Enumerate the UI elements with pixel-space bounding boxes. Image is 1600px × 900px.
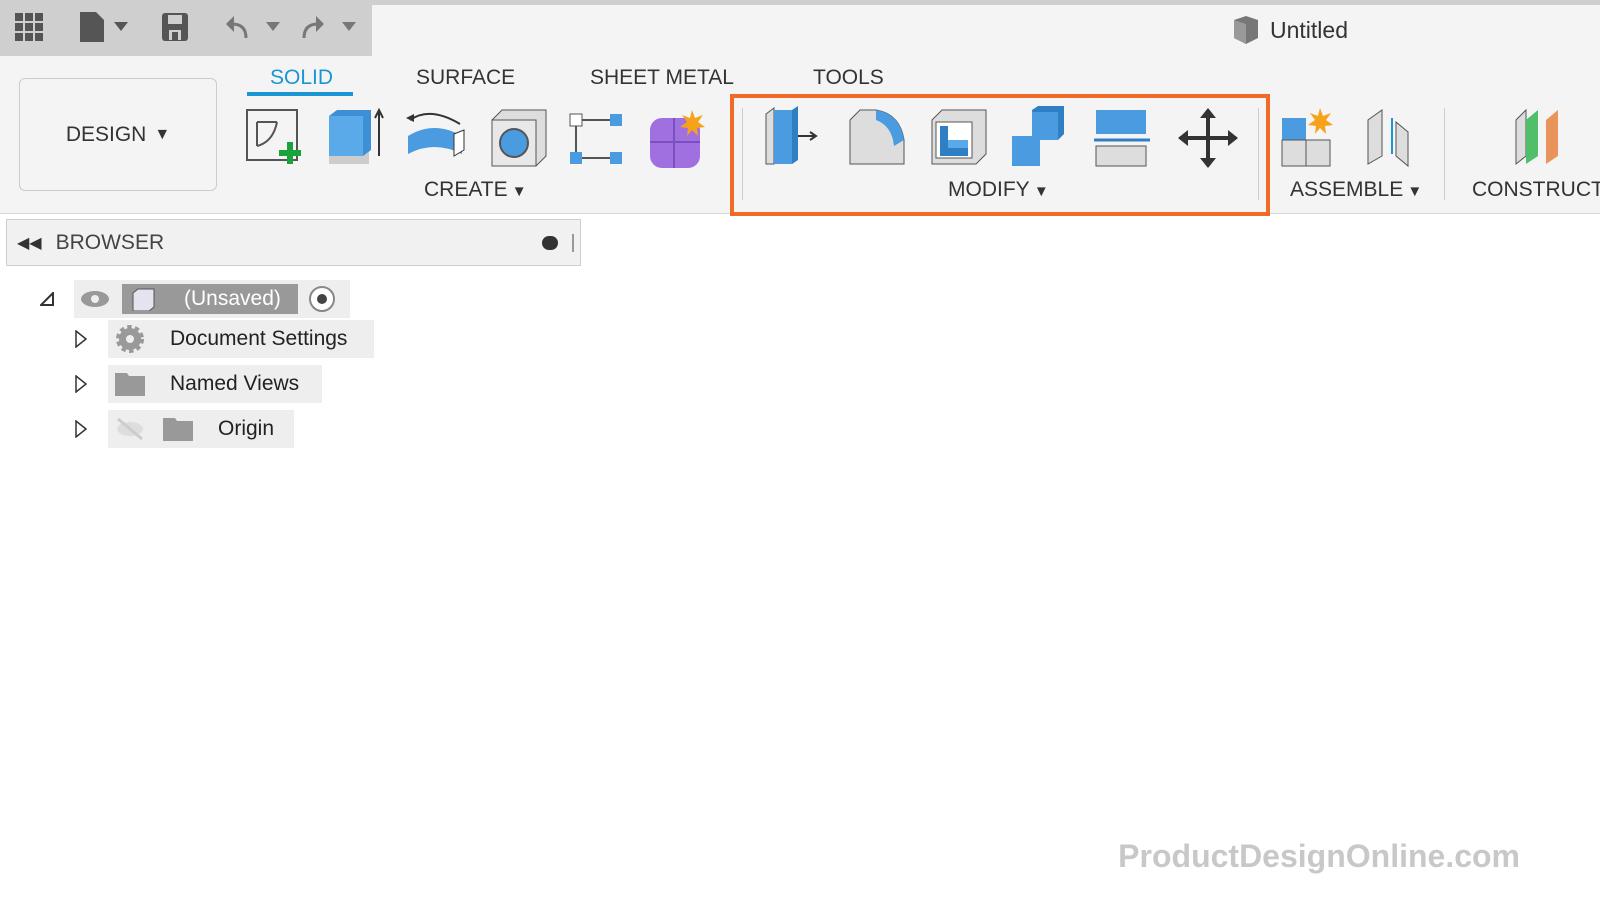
- root-label: (Unsaved): [184, 287, 281, 310]
- new-component-icon[interactable]: [1280, 106, 1344, 170]
- file-icon: [80, 12, 128, 42]
- expand-triangle-icon[interactable]: [74, 420, 88, 438]
- joint-icon[interactable]: [1362, 106, 1426, 170]
- modify-group-dropdown[interactable]: MODIFY ▼: [948, 178, 1049, 201]
- panel-resize-handle[interactable]: [572, 233, 574, 252]
- offset-face-icon[interactable]: [1090, 106, 1154, 170]
- gear-icon: [116, 325, 144, 353]
- tab-label: SURFACE: [416, 66, 516, 89]
- extrude-icon[interactable]: [325, 106, 389, 170]
- tab-label: TOOLS: [813, 66, 884, 89]
- minimize-icon[interactable]: [542, 235, 558, 250]
- folder-icon: [163, 418, 193, 441]
- create-form-icon[interactable]: [646, 106, 710, 170]
- group-label: CONSTRUCT: [1472, 178, 1600, 201]
- browser-item-origin[interactable]: Origin: [74, 410, 294, 448]
- item-chip: Document Settings: [108, 320, 374, 358]
- grid-apps-icon[interactable]: [14, 12, 44, 42]
- cube-icon: [1234, 16, 1258, 44]
- redo-icon: [302, 16, 356, 39]
- item-label: Origin: [218, 417, 275, 440]
- expanded-triangle-icon[interactable]: [40, 292, 54, 306]
- create-sketch-icon[interactable]: [243, 106, 307, 170]
- title-bar: [372, 5, 1600, 56]
- item-label: Document Settings: [170, 327, 348, 350]
- press-pull-icon[interactable]: [762, 106, 826, 170]
- tab-solid[interactable]: SOLID: [270, 66, 333, 90]
- undo-icon: [226, 16, 280, 39]
- fillet-icon[interactable]: [846, 106, 910, 170]
- move-icon[interactable]: [1176, 106, 1240, 170]
- tab-surface[interactable]: SURFACE: [416, 66, 515, 90]
- document-title: Untitled: [1230, 14, 1348, 46]
- browser-item-document-settings[interactable]: Document Settings: [74, 320, 374, 358]
- expand-triangle-icon[interactable]: [74, 330, 88, 348]
- title-text: Untitled: [1270, 16, 1348, 43]
- folder-icon: [115, 373, 145, 396]
- tab-label: SHEET METAL: [590, 66, 734, 89]
- tab-label: SOLID: [270, 66, 334, 89]
- watermark: ProductDesignOnline.com: [1118, 838, 1520, 874]
- save-button[interactable]: [160, 12, 190, 42]
- divider: [742, 108, 743, 200]
- browser-title: BROWSER: [55, 230, 165, 254]
- construct-group-dropdown[interactable]: CONSTRUCT: [1472, 178, 1600, 202]
- hidden-eye-icon[interactable]: [114, 416, 146, 442]
- active-tab-underline: [247, 92, 353, 96]
- offset-plane-icon[interactable]: [1512, 106, 1576, 170]
- item-label: Named Views: [170, 372, 300, 395]
- tab-tools[interactable]: TOOLS: [813, 66, 884, 90]
- eye-icon[interactable]: [80, 289, 110, 309]
- root-chip: (Unsaved): [74, 280, 350, 318]
- group-label: CREATE: [424, 178, 508, 201]
- divider: [1444, 108, 1445, 200]
- pattern-icon[interactable]: [566, 106, 630, 170]
- save-icon: [162, 13, 188, 41]
- workspace-label: DESIGN: [65, 122, 147, 146]
- activate-radio-icon[interactable]: [308, 285, 336, 313]
- revolve-icon[interactable]: [404, 106, 468, 170]
- create-group-dropdown[interactable]: CREATE ▼: [424, 178, 527, 201]
- group-label: ASSEMBLE: [1290, 178, 1404, 201]
- redo-button[interactable]: [298, 12, 362, 42]
- item-chip: Named Views: [108, 365, 322, 403]
- combine-icon[interactable]: [1008, 106, 1072, 170]
- hole-icon[interactable]: [486, 106, 550, 170]
- tab-sheet-metal[interactable]: SHEET METAL: [590, 66, 734, 90]
- chevron-down-icon: ▼: [154, 125, 171, 143]
- browser-root-node[interactable]: (Unsaved): [40, 280, 350, 318]
- shell-icon[interactable]: [928, 106, 992, 170]
- top-strip: [372, 0, 1600, 5]
- divider: [1258, 108, 1259, 200]
- browser-panel-header: ◀◀ BROWSER: [6, 219, 581, 266]
- browser-item-named-views[interactable]: Named Views: [74, 365, 322, 403]
- workspace-dropdown[interactable]: DESIGN ▼: [19, 78, 217, 191]
- modify-highlight-box: [730, 94, 1270, 216]
- file-menu-button[interactable]: [76, 10, 132, 44]
- component-icon: [132, 288, 155, 311]
- assemble-group-dropdown[interactable]: ASSEMBLE ▼: [1290, 178, 1423, 201]
- expand-triangle-icon[interactable]: [74, 375, 88, 393]
- item-chip: Origin: [108, 410, 294, 448]
- group-label: MODIFY: [948, 178, 1030, 201]
- collapse-browser-icon[interactable]: ◀◀: [17, 234, 42, 252]
- undo-button[interactable]: [222, 12, 286, 42]
